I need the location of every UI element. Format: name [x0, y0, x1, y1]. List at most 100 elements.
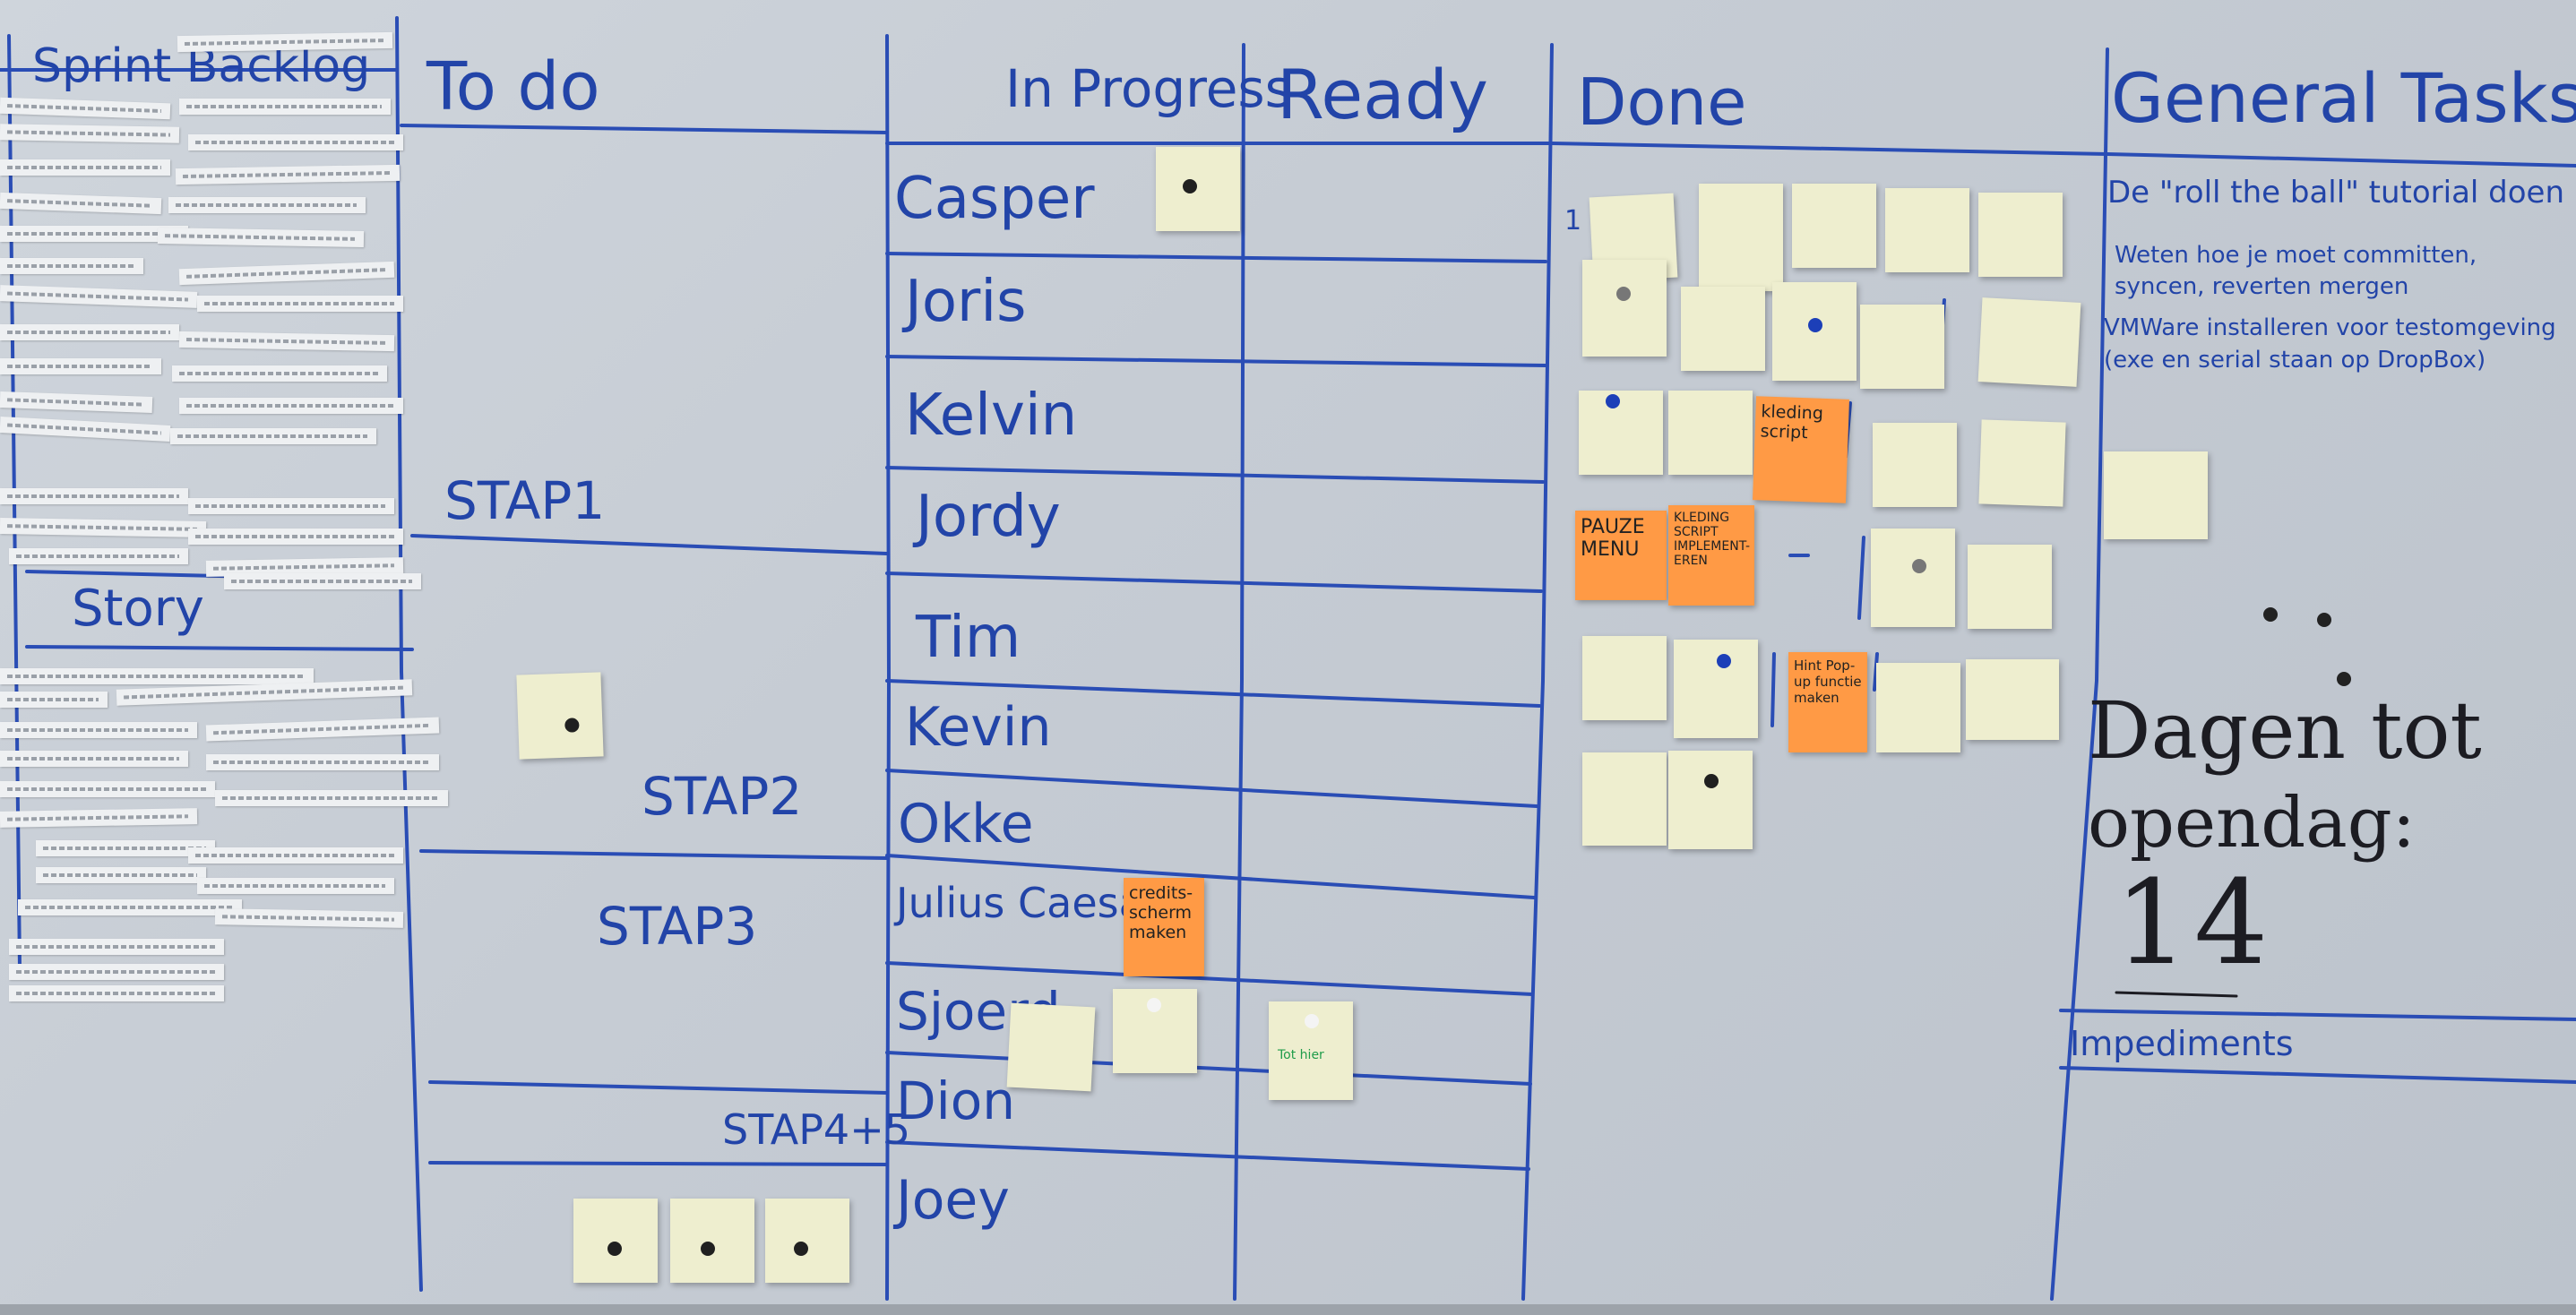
backlog-strip [9, 964, 224, 980]
note-text: Tot hier [1278, 1048, 1324, 1062]
sticky-note[interactable] [765, 1199, 849, 1283]
backlog-strip [0, 124, 180, 143]
countdown-label: opendag: [2088, 783, 2416, 864]
sticky-note[interactable] [1860, 305, 1944, 389]
backlog-strip [188, 847, 403, 864]
sticky-note-hint-popup[interactable]: Hint Pop-up functie maken [1788, 652, 1867, 752]
sticky-note[interactable] [670, 1199, 754, 1283]
sticky-note[interactable] [1876, 663, 1960, 752]
sticky-note[interactable] [1699, 184, 1783, 291]
sticky-note[interactable] [1978, 419, 2066, 507]
note-text: KLEDING SCRIPT IMPLEMENT-EREN [1674, 511, 1751, 568]
countdown-label: Dagen tot [2088, 684, 2482, 777]
sticky-note[interactable] [1792, 184, 1876, 268]
backlog-strip [179, 398, 403, 414]
sticky-note[interactable] [1681, 287, 1765, 371]
step-label: STAP4+5 [722, 1105, 911, 1154]
team-member-name: Casper [894, 166, 1095, 232]
backlog-strip [18, 899, 242, 915]
sticky-note[interactable] [2104, 451, 2208, 539]
countdown-value: 14 [2115, 855, 2274, 991]
backlog-strip [168, 197, 366, 213]
pushpin-icon [1912, 559, 1926, 573]
sticky-note[interactable] [1977, 297, 2081, 387]
backlog-strip [224, 573, 421, 589]
backlog-strip [36, 840, 215, 856]
sticky-note[interactable] [1113, 989, 1197, 1073]
pushpin-icon [1606, 394, 1620, 408]
backlog-strip [9, 548, 188, 564]
general-tasks-header: General Tasks [2111, 58, 2576, 138]
pushpin-icon [1808, 318, 1822, 332]
backlog-strip [179, 99, 391, 115]
backlog-strip [188, 134, 403, 150]
backlog-strip [206, 754, 439, 770]
backlog-strip [0, 488, 188, 504]
pushpin-icon [1616, 287, 1631, 301]
team-member-name: Julius Caesar [896, 879, 1161, 927]
backlog-strip [188, 498, 394, 514]
done-divider-line [2050, 47, 2109, 1301]
sticky-note[interactable] [1582, 752, 1667, 846]
backlog-strip [197, 296, 403, 312]
pushpin-icon [1183, 179, 1197, 193]
team-member-name: Kelvin [905, 382, 1078, 449]
sticky-note[interactable] [1885, 188, 1969, 272]
magnet-icon [2263, 607, 2278, 622]
backlog-strip [0, 781, 215, 797]
sticky-note[interactable] [1668, 391, 1753, 475]
backlog-strip [9, 939, 224, 955]
sticky-note-credits[interactable]: credits-scherm maken [1124, 878, 1204, 976]
sticky-note-pauze-menu[interactable]: PAUZE MENU [1575, 511, 1667, 600]
pushpin-icon [1704, 774, 1719, 788]
team-member-name: Okke [898, 793, 1034, 855]
sticky-note[interactable] [573, 1199, 658, 1283]
sticky-note[interactable] [1772, 282, 1857, 381]
sticky-note[interactable] [1668, 751, 1753, 849]
progress-divider-line [1233, 43, 1245, 1301]
sticky-note[interactable] [516, 672, 604, 760]
sticky-note-kleding-implementeren[interactable]: KLEDING SCRIPT IMPLEMENT-EREN [1668, 505, 1754, 606]
magnet-icon [2337, 672, 2351, 686]
note-text: Hint Pop-up functie maken [1794, 658, 1862, 706]
pushpin-icon [1305, 1014, 1319, 1028]
note-text: credits-scherm maken [1129, 883, 1193, 942]
pushpin-icon [1717, 654, 1731, 668]
ready-divider-line [1521, 43, 1554, 1301]
general-task-item: Weten hoe je moet committen, syncen, rev… [2115, 242, 2477, 301]
backlog-strip [214, 908, 404, 928]
note-text: kleding script [1760, 401, 1824, 443]
step-label: STAP2 [642, 766, 803, 827]
general-task-item: De "roll the ball" tutorial doen [2107, 175, 2565, 211]
ready-header: Ready [1277, 55, 1488, 134]
sticky-note[interactable] [1156, 147, 1240, 231]
sticky-note[interactable] [1871, 529, 1955, 627]
backlog-strip [0, 159, 170, 176]
pushpin-icon [1147, 998, 1161, 1012]
team-member-name: Kevin [905, 696, 1052, 759]
backlog-strip [188, 529, 403, 545]
backlog-strip [36, 867, 206, 883]
pushpin-icon [701, 1242, 715, 1256]
sticky-note[interactable] [1674, 640, 1758, 738]
sticky-note[interactable] [1978, 193, 2063, 277]
sticky-note[interactable] [1006, 1002, 1096, 1092]
sticky-note[interactable] [1582, 636, 1667, 720]
team-member-name: Jordy [916, 484, 1061, 550]
sticky-note[interactable] [1873, 423, 1957, 507]
sticky-note-kleding-script[interactable]: kleding script [1753, 396, 1849, 503]
backlog-strip [197, 878, 394, 894]
sticky-note-tot-hier[interactable]: Tot hier [1269, 1001, 1353, 1100]
backlog-strip [0, 668, 314, 684]
sticky-note[interactable] [1582, 260, 1667, 357]
sticky-note[interactable] [1579, 391, 1663, 475]
backlog-strip [0, 324, 179, 340]
in-progress-header: In Progress [1005, 58, 1292, 119]
sticky-note[interactable] [1968, 545, 2052, 629]
team-member-name: Dion [896, 1070, 1016, 1131]
done-header: Done [1577, 64, 1747, 140]
team-member-name: Joey [896, 1169, 1010, 1232]
step-label: STAP1 [444, 470, 606, 531]
sticky-note[interactable] [1966, 659, 2059, 740]
